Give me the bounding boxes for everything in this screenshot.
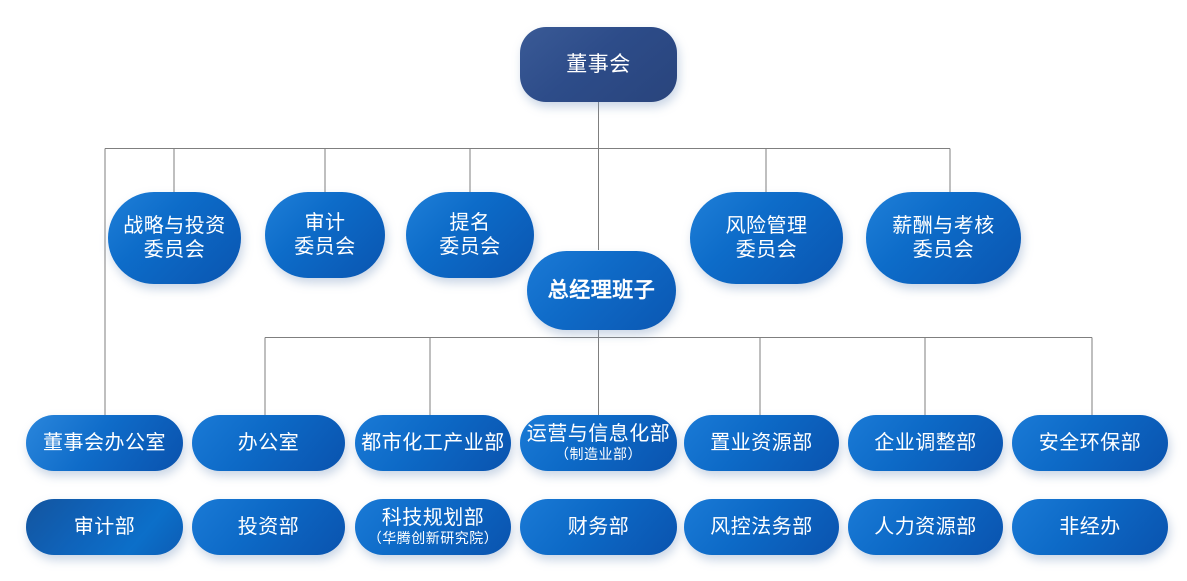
node-label: 置业资源部	[710, 431, 813, 454]
node-label-line1: 审计	[304, 211, 346, 234]
node-label: 投资部	[237, 515, 300, 538]
node-dept-property-resources[interactable]: 置业资源部	[684, 415, 839, 471]
node-general-manager-team[interactable]: 总经理班子	[527, 251, 676, 330]
node-label: 非经办	[1059, 515, 1121, 538]
node-dept-human-resources[interactable]: 人力资源部	[848, 499, 1003, 555]
node-label-line1: 科技规划部	[381, 507, 485, 530]
node-label: 风控法务部	[710, 515, 813, 538]
node-dept-audit[interactable]: 审计部	[26, 499, 183, 555]
node-committee-risk-management[interactable]: 风险管理 委员会	[690, 192, 843, 284]
node-dept-risk-control-legal[interactable]: 风控法务部	[684, 499, 839, 555]
node-label-line2: 委员会	[143, 239, 206, 261]
node-label: 董事会办公室	[43, 431, 166, 454]
node-dept-non-operating[interactable]: 非经办	[1012, 499, 1168, 555]
node-label-line1: 运营与信息化部	[526, 423, 671, 446]
node-label: 人力资源部	[874, 515, 977, 538]
node-label-line1: 战略与投资	[123, 214, 226, 237]
node-committee-compensation-appraisal[interactable]: 薪酬与考核 委员会	[866, 192, 1021, 284]
node-label-line2: （华腾创新研究院）	[367, 531, 499, 547]
node-label-line2: 委员会	[439, 236, 501, 258]
node-dept-urban-chemical-industry[interactable]: 都市化工产业部	[355, 415, 511, 471]
node-dept-office[interactable]: 办公室	[192, 415, 345, 471]
node-label: 都市化工产业部	[361, 431, 505, 454]
node-label-line1: 风险管理	[725, 214, 808, 237]
node-label-line1: 薪酬与考核	[892, 214, 995, 237]
node-label: 办公室	[237, 431, 300, 454]
node-label-line1: 提名	[449, 211, 491, 234]
node-dept-safety-environmental[interactable]: 安全环保部	[1012, 415, 1168, 471]
node-label-line2: （制造业部）	[555, 447, 642, 463]
node-label-line2: 委员会	[912, 239, 975, 261]
node-dept-board-office[interactable]: 董事会办公室	[26, 415, 183, 471]
node-dept-operations-informatization[interactable]: 运营与信息化部 （制造业部）	[520, 415, 677, 471]
node-committee-strategy-investment[interactable]: 战略与投资 委员会	[108, 192, 241, 284]
node-dept-finance[interactable]: 财务部	[520, 499, 677, 555]
node-board-of-directors[interactable]: 董事会	[520, 27, 677, 102]
node-committee-nomination[interactable]: 提名 委员会	[406, 192, 534, 278]
node-dept-enterprise-restructuring[interactable]: 企业调整部	[848, 415, 1003, 471]
node-label: 企业调整部	[874, 431, 977, 454]
node-label-line2: 委员会	[735, 239, 798, 261]
node-committee-audit[interactable]: 审计 委员会	[265, 192, 385, 278]
node-dept-technology-planning[interactable]: 科技规划部 （华腾创新研究院）	[355, 499, 511, 555]
node-dept-investment[interactable]: 投资部	[192, 499, 345, 555]
node-label: 安全环保部	[1038, 431, 1142, 454]
node-label: 财务部	[567, 515, 630, 538]
node-label: 总经理班子	[547, 277, 656, 302]
node-label: 审计部	[73, 515, 136, 538]
node-label-line2: 委员会	[294, 236, 356, 258]
node-label: 董事会	[566, 51, 631, 76]
